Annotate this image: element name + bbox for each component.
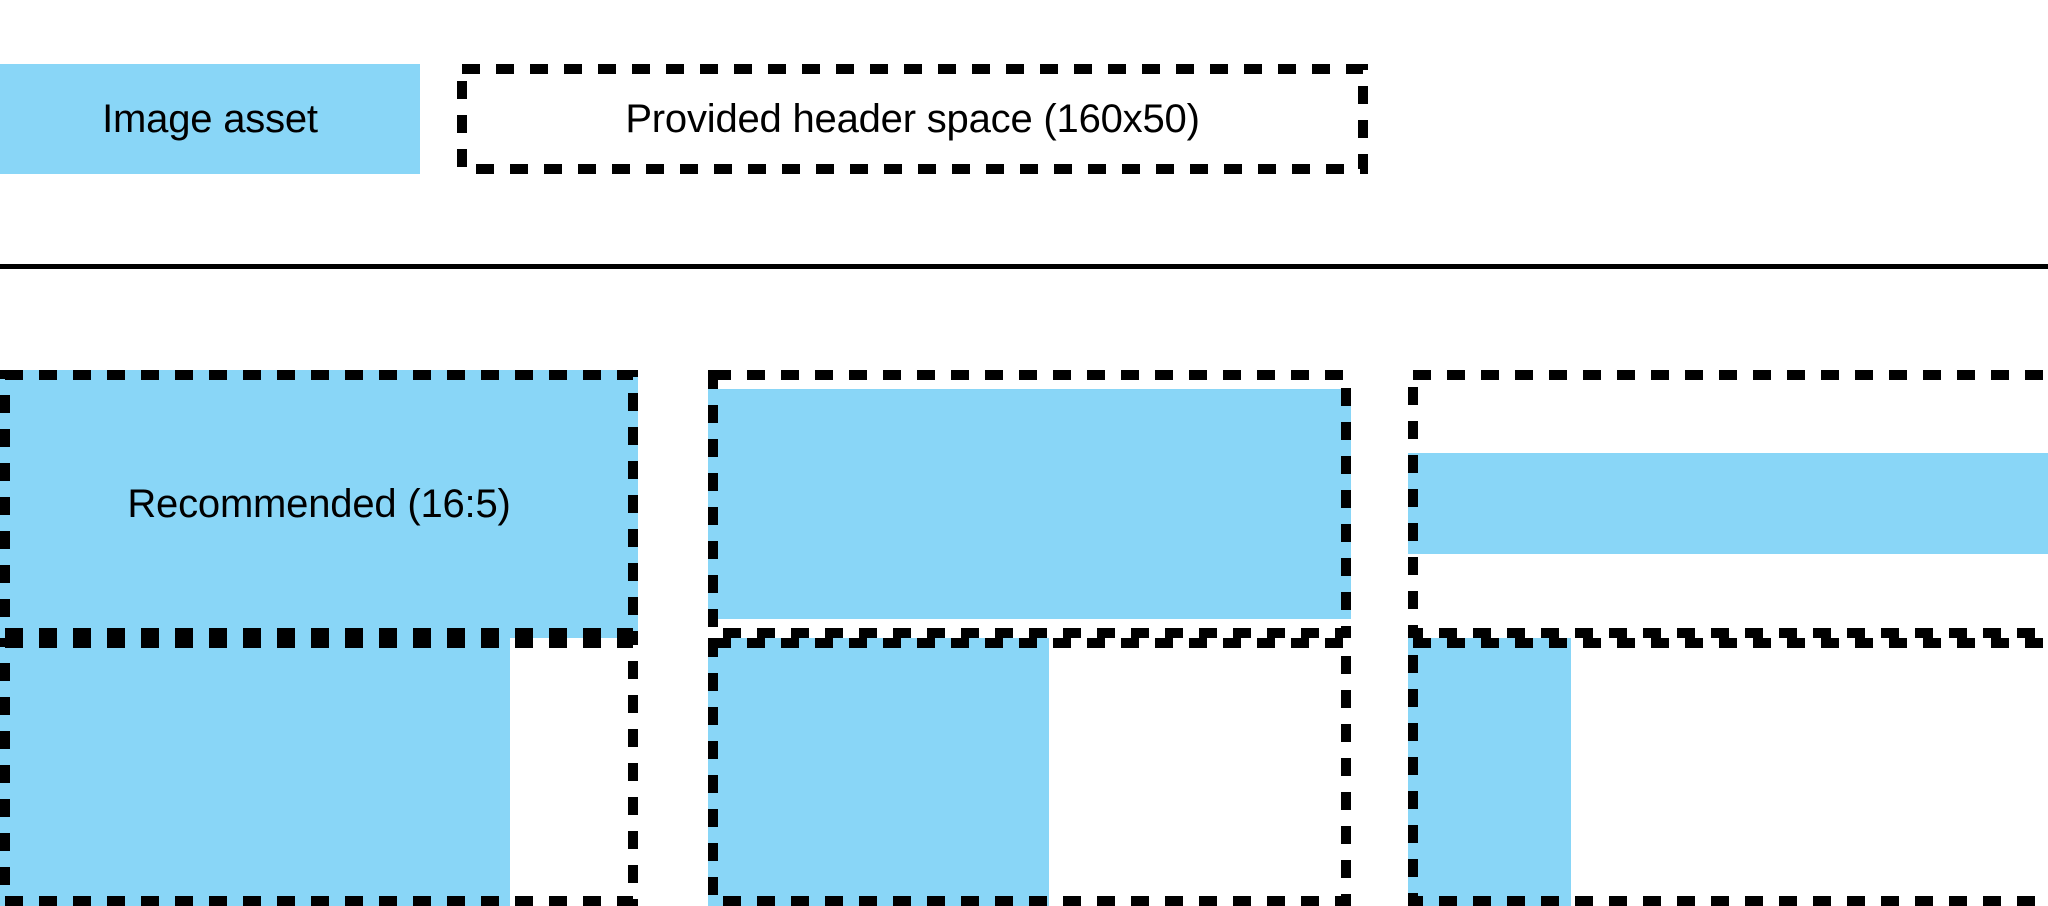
header-section: Image asset Provided header space (160x5… bbox=[0, 0, 2048, 269]
ratio-cell-recommended-16-5: Recommended (16:5) bbox=[0, 370, 638, 638]
image-asset-label: Image asset bbox=[102, 97, 318, 141]
ratio-cell-shorter-height bbox=[708, 370, 1351, 638]
shortest-height-label bbox=[1408, 370, 2048, 638]
ratio-cell-narrow-3 bbox=[1408, 638, 2048, 906]
shorter-height-label bbox=[708, 370, 1351, 638]
image-asset-swatch: Image asset bbox=[0, 64, 420, 174]
ratio-cell-narrow-1 bbox=[0, 638, 638, 906]
ratio-cell-shortest-height bbox=[1408, 370, 2048, 638]
recommended-ratio-label: Recommended (16:5) bbox=[127, 482, 511, 526]
section-divider bbox=[0, 264, 2048, 269]
provided-header-space-label: Provided header space (160x50) bbox=[625, 97, 1200, 141]
narrow-1-label bbox=[0, 638, 638, 906]
ratio-cell-narrow-2 bbox=[708, 638, 1351, 906]
provided-header-space-box: Provided header space (160x50) bbox=[457, 64, 1368, 174]
narrow-3-label bbox=[1408, 638, 2048, 906]
ratio-row bbox=[0, 638, 2048, 906]
ratio-row: Recommended (16:5) bbox=[0, 370, 2048, 638]
narrow-2-label bbox=[708, 638, 1351, 906]
